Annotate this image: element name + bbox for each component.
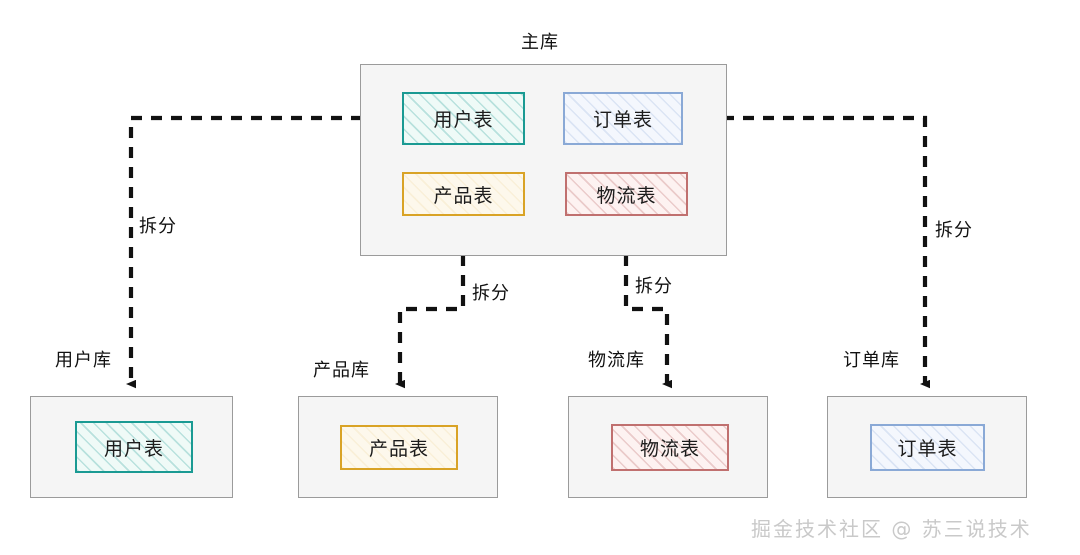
main-table-product-label: 产品表 <box>433 184 494 207</box>
shard-label-order-db: 订单库 <box>843 350 900 371</box>
main-table-logistics: 物流表 <box>565 172 688 216</box>
shard-label-user-db: 用户库 <box>55 350 112 371</box>
main-table-user: 用户表 <box>402 92 525 145</box>
edge-label-product: 拆分 <box>472 283 510 304</box>
main-db-title: 主库 <box>521 32 559 53</box>
edge-label-user: 拆分 <box>139 216 177 237</box>
shard-table-logistics-label: 物流表 <box>639 438 700 460</box>
shard-label-product-db: 产品库 <box>313 360 370 381</box>
main-table-order: 订单表 <box>563 92 683 145</box>
shard-table-user: 用户表 <box>75 421 193 473</box>
edge-label-order: 拆分 <box>935 220 973 241</box>
shard-table-order: 订单表 <box>870 424 985 471</box>
shard-table-product-label: 产品表 <box>368 438 429 460</box>
main-table-order-label: 订单表 <box>592 109 653 131</box>
shard-label-logistics-db: 物流库 <box>588 350 645 371</box>
shard-table-user-label: 用户表 <box>103 437 164 460</box>
shard-table-order-label: 订单表 <box>897 438 958 460</box>
shard-table-logistics: 物流表 <box>611 424 729 471</box>
main-table-user-label: 用户表 <box>433 109 494 131</box>
main-table-product: 产品表 <box>402 172 525 216</box>
watermark: 掘金技术社区 @ 苏三说技术 <box>751 517 1032 541</box>
shard-table-product: 产品表 <box>340 425 458 470</box>
edge-label-logistics: 拆分 <box>635 276 673 297</box>
main-table-logistics-label: 物流表 <box>596 184 657 207</box>
